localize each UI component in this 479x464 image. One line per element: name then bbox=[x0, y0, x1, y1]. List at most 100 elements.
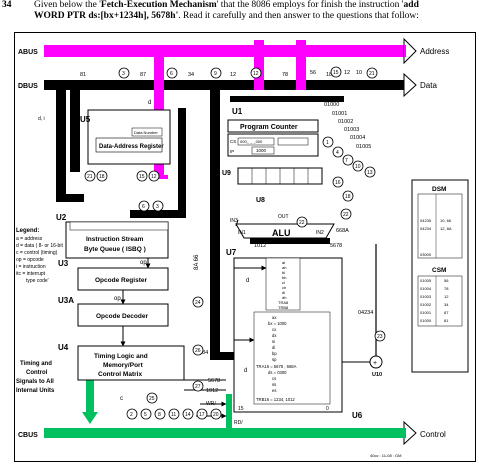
svg-text:U1: U1 bbox=[232, 107, 243, 116]
legend: Legend: a = address d = data ( 8- or 16-… bbox=[16, 228, 63, 284]
svg-text:OUT: OUT bbox=[278, 214, 289, 220]
svg-text:34: 34 bbox=[444, 302, 449, 307]
svg-text:Program Counter: Program Counter bbox=[240, 124, 298, 131]
svg-text:dl: dl bbox=[282, 290, 285, 295]
dbus: DBUS Data 81 87 34 12 78 56 18 12 10 bbox=[18, 70, 437, 98]
svg-text:01002: 01002 bbox=[420, 302, 432, 307]
svg-text:01000: 01000 bbox=[420, 318, 432, 323]
svg-text:0: 0 bbox=[326, 406, 329, 412]
svg-text:18: 18 bbox=[326, 72, 332, 78]
svg-text:21: 21 bbox=[369, 71, 375, 77]
dbus-drop-u7 bbox=[210, 90, 220, 360]
svg-text:d, i: d, i bbox=[38, 116, 45, 122]
step-numbers: 3 6 9 12 15 21 1 4 7 10 13 16 18 22 22 2… bbox=[87, 70, 383, 418]
svg-text:12: 12 bbox=[344, 70, 350, 76]
step-circles bbox=[84, 66, 386, 420]
step-circle bbox=[118, 67, 130, 79]
svg-text:dx: dx bbox=[272, 333, 277, 338]
cbus-label: CBUS bbox=[18, 432, 38, 439]
svg-text:24: 24 bbox=[195, 300, 201, 306]
timing-logic: Timing Logic and Memory/Port Control Mat… bbox=[58, 343, 185, 402]
svg-text:IP: IP bbox=[230, 149, 234, 154]
svg-text:5678: 5678 bbox=[330, 243, 342, 249]
svg-text:8A 66: 8A 66 bbox=[194, 254, 200, 270]
svg-text:Timing Logic and: Timing Logic and bbox=[94, 353, 148, 360]
register-file: U6 U10 15 0 d d bbox=[233, 257, 382, 420]
svg-text:10: 10 bbox=[356, 70, 362, 76]
svg-text:c = control (timing): c = control (timing) bbox=[16, 250, 58, 256]
svg-text:20: 20 bbox=[213, 412, 219, 418]
svg-text:i = instruction: i = instruction bbox=[16, 264, 46, 270]
svg-text:14: 14 bbox=[185, 412, 191, 418]
svg-text:es: es bbox=[272, 388, 276, 393]
svg-text:56: 56 bbox=[444, 278, 449, 283]
svg-text:5678: 5678 bbox=[208, 378, 220, 384]
abus-drop-right bbox=[296, 40, 306, 90]
svg-text:04234: 04234 bbox=[420, 226, 432, 231]
svg-text:04235: 04235 bbox=[420, 218, 432, 223]
svg-text:10, 66: 10, 66 bbox=[440, 218, 452, 223]
svg-text:bl: bl bbox=[282, 270, 285, 275]
svg-text:1: 1 bbox=[326, 140, 329, 146]
svg-text:U8: U8 bbox=[256, 197, 265, 204]
svg-text:15: 15 bbox=[139, 174, 145, 180]
svg-text:12: 12 bbox=[151, 174, 157, 180]
dbus-label: DBUS bbox=[18, 83, 38, 90]
svg-text:15: 15 bbox=[238, 406, 244, 412]
svg-text:01001: 01001 bbox=[420, 310, 432, 315]
svg-text:op: op bbox=[140, 260, 147, 266]
svg-text:bh: bh bbox=[282, 275, 286, 280]
svg-text:12: 12 bbox=[230, 72, 236, 78]
dbus-drop-left bbox=[56, 90, 66, 202]
svg-text:4: 4 bbox=[336, 150, 339, 156]
svg-text:9: 9 bbox=[214, 71, 217, 77]
svg-text:di: di bbox=[272, 345, 275, 350]
svg-text:c: c bbox=[120, 396, 123, 402]
svg-text:56: 56 bbox=[310, 70, 316, 76]
dbus-internal bbox=[230, 96, 344, 102]
cbus-wire-left bbox=[86, 378, 94, 414]
svg-text:ss: ss bbox=[272, 382, 276, 387]
svg-text:d: d bbox=[148, 100, 151, 106]
svg-text:5: 5 bbox=[144, 412, 147, 418]
opcode-register: Opcode Register U3 op bbox=[58, 259, 169, 291]
control-label: Control bbox=[420, 430, 446, 439]
svg-text:d = data ( 8- or 16-bit: d = data ( 8- or 16-bit bbox=[16, 243, 63, 249]
question-line-2: WORD PTR ds:[bx+1234h], 5678h'. Read it … bbox=[34, 11, 419, 21]
svg-text:U7: U7 bbox=[226, 248, 237, 257]
svg-text:000_ _ _000: 000_ _ _000 bbox=[240, 139, 263, 144]
svg-text:DSM: DSM bbox=[432, 186, 446, 193]
thin-wires bbox=[120, 219, 370, 419]
svg-text:U2: U2 bbox=[56, 213, 67, 222]
svg-text:Opcode Decoder: Opcode Decoder bbox=[96, 313, 148, 320]
svg-text:U10: U10 bbox=[372, 372, 382, 378]
svg-text:IN2: IN2 bbox=[316, 230, 324, 236]
svg-text:op = opcode: op = opcode bbox=[16, 257, 44, 263]
svg-text:15: 15 bbox=[333, 70, 339, 76]
svg-text:03000: 03000 bbox=[420, 252, 432, 257]
svg-text:12, 8A: 12, 8A bbox=[440, 226, 452, 231]
svg-text:12: 12 bbox=[444, 294, 449, 299]
svg-text:itc = interrupt: itc = interrupt bbox=[16, 271, 46, 277]
svg-text:25: 25 bbox=[149, 396, 155, 402]
svg-text:cl: cl bbox=[282, 280, 285, 285]
isbq: U2 Instruction Stream Byte Queue ( ISBQ … bbox=[56, 213, 169, 259]
svg-text:d: d bbox=[244, 368, 247, 374]
alu: ALU IN1 IN2 IN3 OUT U7 1012 5678 668A bbox=[226, 214, 349, 257]
svg-text:26: 26 bbox=[195, 348, 201, 354]
svg-text:21: 21 bbox=[87, 174, 93, 180]
svg-text:01002: 01002 bbox=[338, 119, 353, 125]
svg-text:dh: dh bbox=[282, 295, 286, 300]
svg-text:bp: bp bbox=[272, 351, 277, 356]
svg-text:CSM: CSM bbox=[432, 267, 446, 274]
svg-text:TRA16 = 5678 , 668A: TRA16 = 5678 , 668A bbox=[256, 364, 297, 369]
svg-text:16: 16 bbox=[335, 180, 341, 186]
svg-text:81: 81 bbox=[80, 72, 86, 78]
svg-text:U6: U6 bbox=[352, 411, 363, 420]
svg-text:10: 10 bbox=[355, 164, 361, 170]
pc-address-list: 01000 01001 01002 01003 01004 01005 bbox=[324, 102, 371, 150]
svg-text:8: 8 bbox=[158, 412, 161, 418]
svg-text:a = address: a = address bbox=[16, 236, 43, 242]
svg-text:1012: 1012 bbox=[254, 243, 266, 249]
